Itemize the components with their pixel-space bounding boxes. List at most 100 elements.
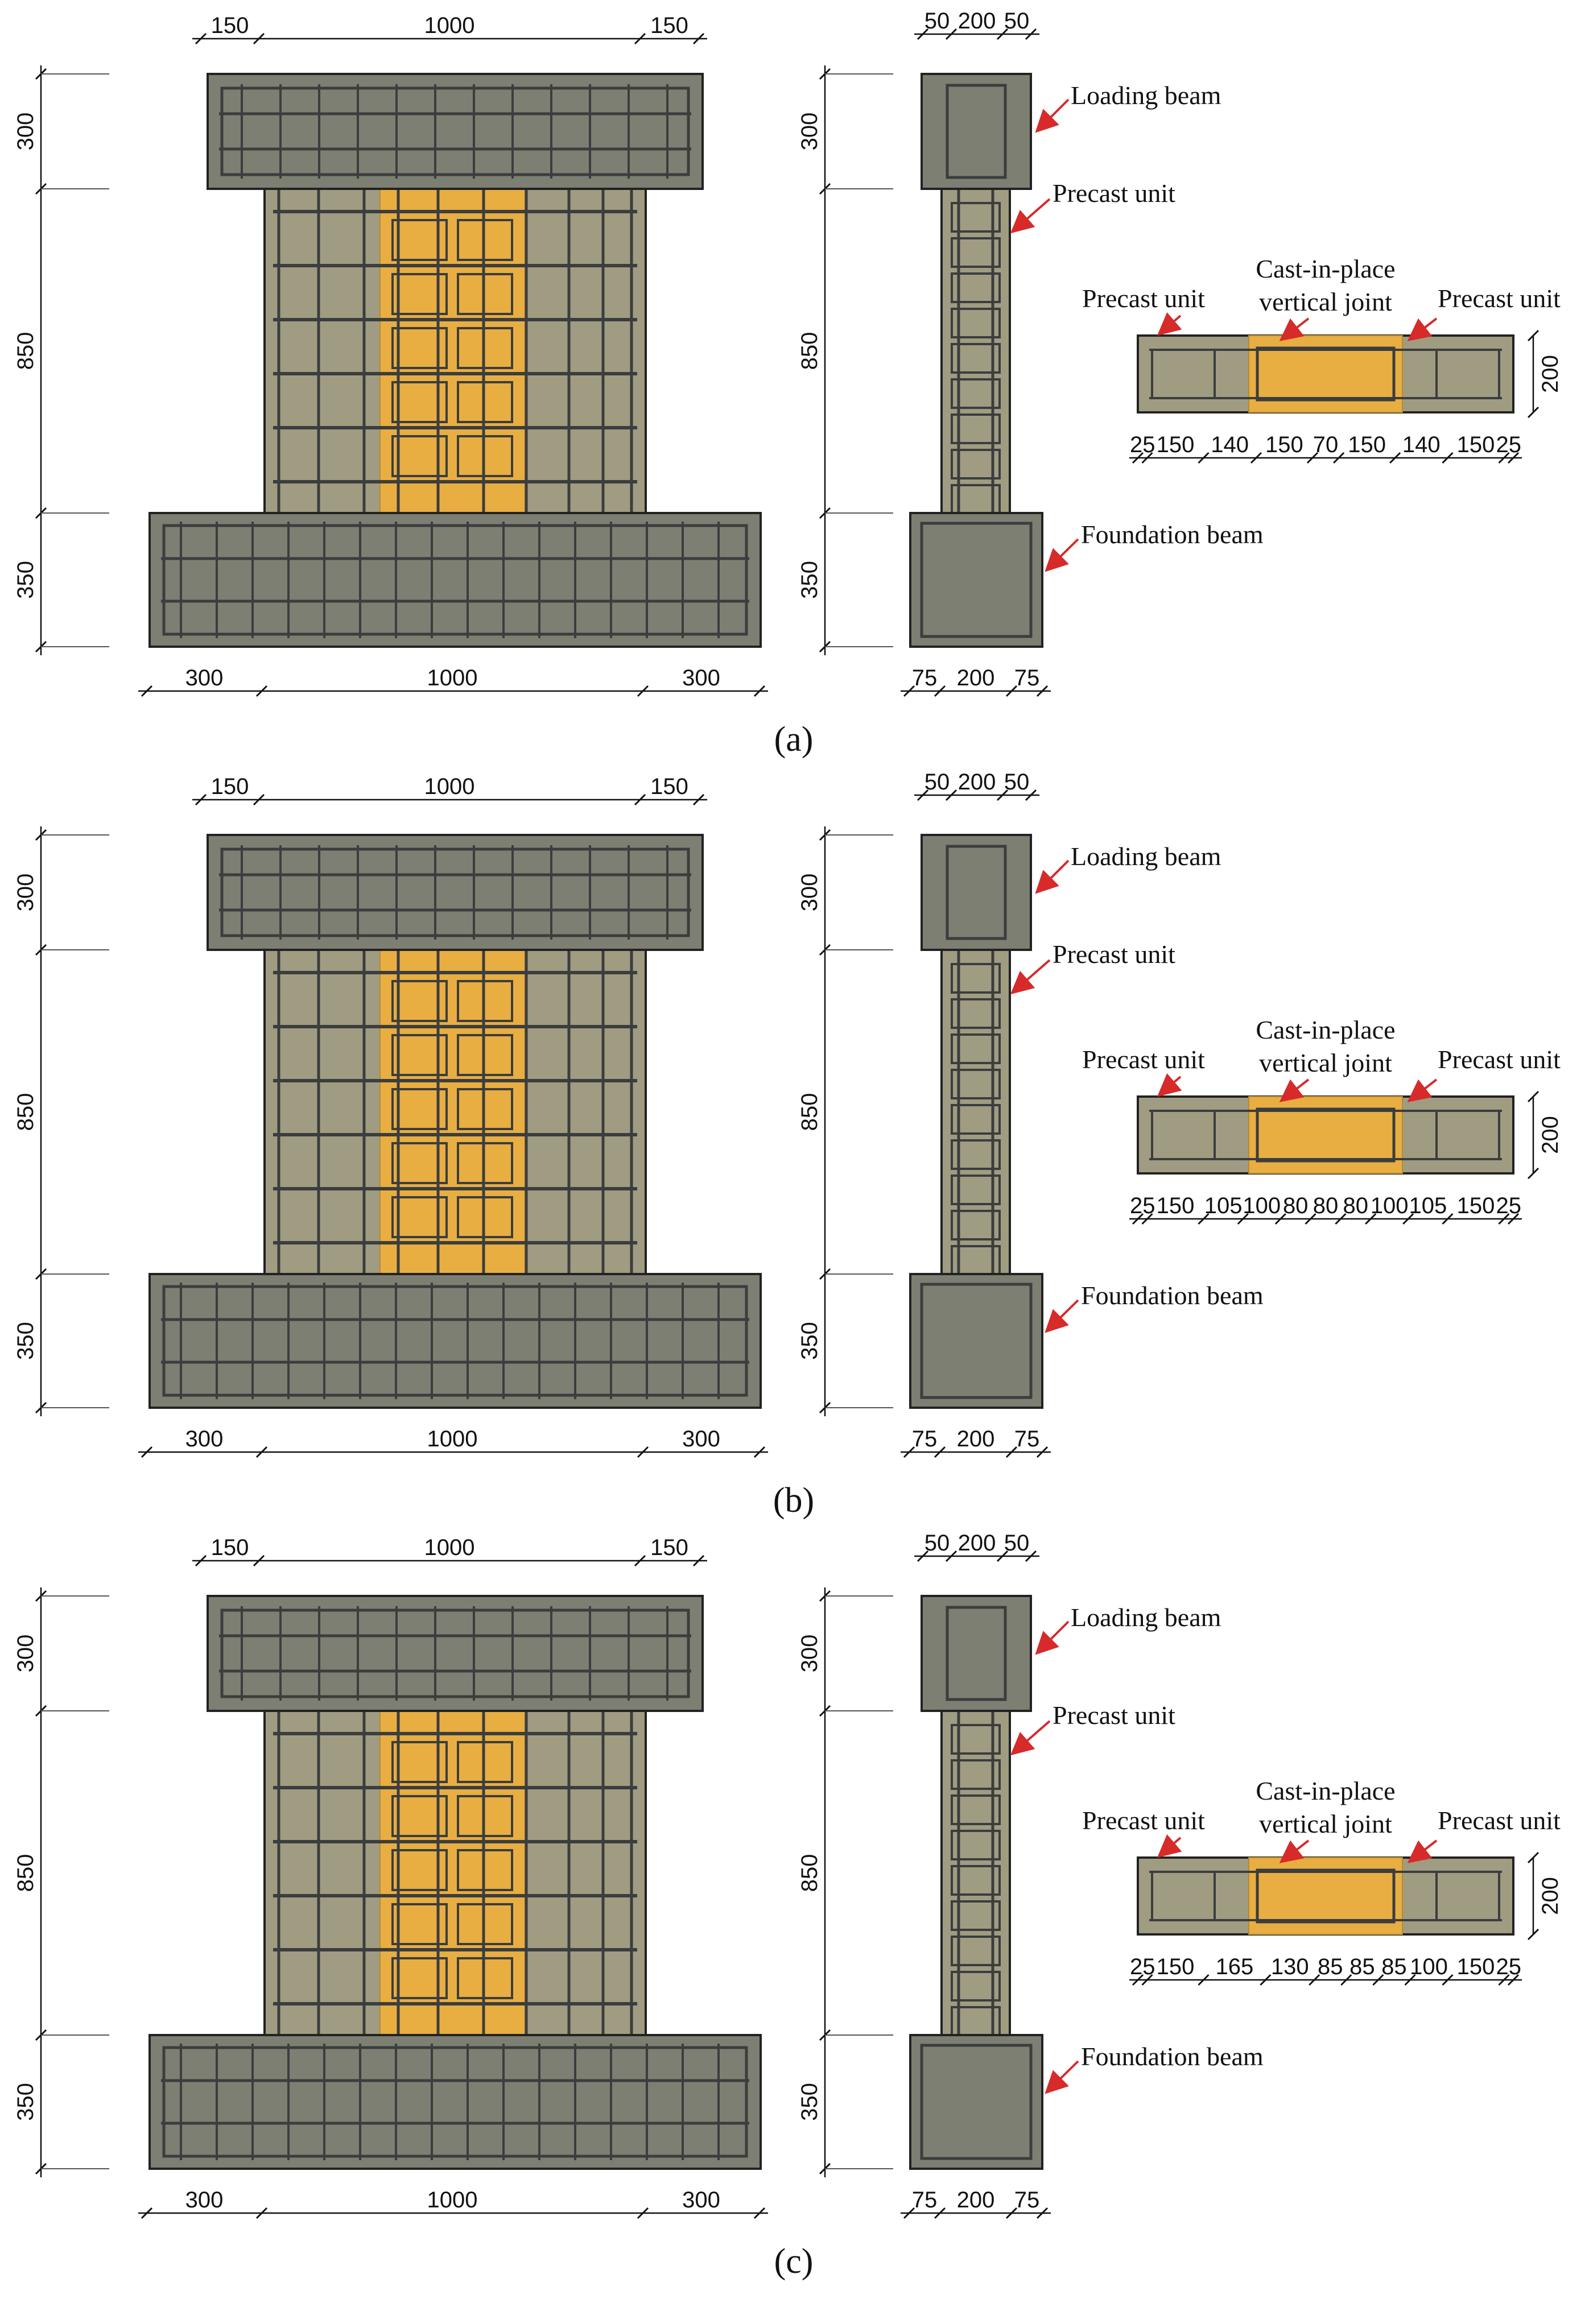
side-stirrup [951,1175,1001,1205]
dimension-label: 150 [1265,432,1303,457]
section-precast-unit-left: Precast unit [1082,1806,1205,1835]
foundation-beam-cage [162,1285,748,1397]
section-precast-unit-left: Precast unit [1082,1045,1205,1074]
side-stirrup [951,963,1001,994]
side-stirrup [951,413,1001,444]
loading-beam [207,1595,704,1712]
dimension-label: 300 [185,2187,224,2213]
dimension-tick [1527,406,1540,419]
dimension-tick [1527,1167,1540,1180]
joint-stirrup [391,1196,448,1238]
dimension-tick [195,32,207,45]
cast-in-place-joint [379,188,526,514]
dimension-tick [1404,1974,1416,1986]
dimension-label: 50 [1004,1531,1030,1556]
dimension-tick [1507,1974,1520,1986]
leader-arrow [1035,1620,1070,1655]
loading-beam-label: Loading beam [1071,1603,1221,1632]
dimension-tick [1025,1550,1037,1562]
dimension-label: 300 [13,113,38,151]
dimension-tick [1372,1974,1384,1986]
dimension-label: 100 [1371,1193,1409,1218]
side-stirrup [951,1069,1001,1099]
loading-beam-cage [220,847,690,937]
side-stirrup [951,343,1001,374]
precast-unit-label: Precast unit [1053,940,1175,969]
dimension-tick [1132,452,1144,464]
dimension-tick [1527,1928,1540,1941]
dimension-label: 165 [1216,1954,1254,1979]
dimension-tick [1309,1974,1320,1986]
dimension-tick [1340,1974,1352,1986]
leader-arrow [1279,1839,1310,1863]
dimension-label: 1000 [427,1426,478,1452]
dimension-label: 200 [958,1531,996,1556]
joint-stirrup [457,1903,513,1945]
joint-stirrup [457,327,513,369]
dimension-label: 50 [1004,9,1030,34]
dimension-tick [692,793,705,806]
dimension-tick [1260,1974,1272,1986]
dimension-label: 300 [682,2187,720,2213]
foundation-beam-cage [162,2046,748,2158]
dimension-label: 25 [1130,432,1155,457]
dimension-tick [917,1550,929,1562]
dimension-tick [634,32,646,45]
dimension-label: 100 [1243,1193,1281,1218]
leader-arrow [1010,959,1051,995]
dimension-tick [996,28,1009,40]
dimension-label: 140 [1402,432,1441,457]
dimension-tick [1132,1213,1144,1225]
section-joint-stirrup [1256,346,1396,402]
loading-beam [207,834,704,951]
dimension-tick [903,1446,915,1458]
dimension-label: 1000 [424,1535,475,1560]
joint-stirrup [457,273,513,315]
dimension-label: 85 [1349,1954,1375,1979]
dimension-label: 850 [13,332,38,370]
joint-stirrup [391,1088,448,1130]
side-stirrup [951,1971,1001,2002]
side-loading-beam-cage [946,845,1007,940]
foundation-beam-label: Foundation beam [1081,1281,1264,1310]
side-stirrup [951,1139,1001,1170]
joint-stirrup [391,1142,448,1184]
joint-stirrup [391,1957,448,1999]
dimension-label: 350 [13,561,38,599]
dimension-tick [1036,1446,1049,1458]
foundation-beam [148,2034,762,2170]
dimension-label: 80 [1343,1193,1369,1218]
dimension-label: 150 [1457,1954,1495,1979]
dimension-tick [1250,452,1262,464]
side-foundation-beam-cage [920,522,1033,638]
side-foundation-beam [909,512,1043,648]
dimension-tick [934,1446,946,1458]
dimension-tick [1527,1090,1540,1103]
cast-in-place-label-line1: Cast-in-place [1256,1776,1395,1805]
dimension-label: 350 [13,2083,38,2121]
loading-beam-cage [220,1608,690,1698]
joint-stirrup [391,1741,448,1783]
dimension-label: 850 [797,332,822,370]
dimension-label: 85 [1381,1954,1407,1979]
joint-stirrup [457,1795,513,1837]
side-foundation-beam-cage [920,2044,1033,2160]
dimension-tick [1507,452,1520,464]
panel-caption: (a) [774,720,814,759]
dimension-tick [253,32,265,45]
dimension-label: 25 [1130,1954,1155,1979]
dimension-tick [996,789,1009,801]
dimension-label: 150 [211,13,249,38]
joint-stirrup [457,1741,513,1783]
dimension-label: 150 [1157,432,1195,457]
joint-stirrup [391,1903,448,1945]
dimension-tick [1132,1974,1144,1986]
dimension-label: 75 [1014,665,1040,690]
joint-stirrup [391,1795,448,1837]
cast-in-place-label-line2: vertical joint [1259,1809,1392,1838]
